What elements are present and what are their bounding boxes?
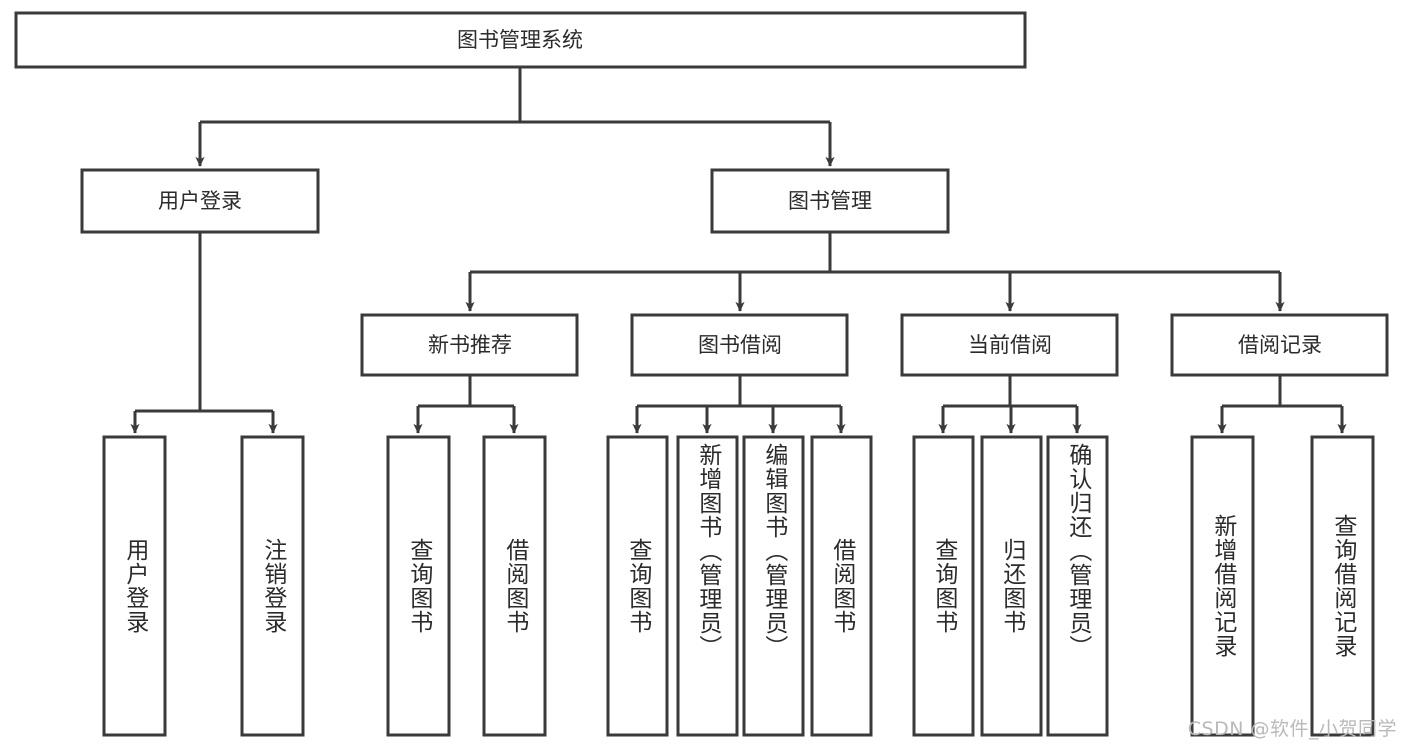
node-current-borrow-label: 当前借阅	[968, 333, 1052, 357]
node-leaf-borrow-book-1-rect[interactable]	[482, 435, 547, 737]
node-book-manage-rect[interactable]	[710, 168, 950, 234]
node-leaf-query-book-1-rect[interactable]	[386, 435, 451, 737]
node-leaf-query-record-rect[interactable]	[1310, 435, 1375, 737]
edge-group-user-login	[130, 232, 278, 434]
node-leaf-query-book-3-rect[interactable]	[912, 435, 975, 737]
node-root[interactable]: 图书管理系统	[14, 11, 1027, 69]
node-leaf-logout-rect[interactable]	[240, 435, 305, 737]
edge-group-new-book-rec	[413, 375, 519, 434]
node-root-rect[interactable]	[14, 11, 1027, 69]
csdn-watermark: CSDN @软件_小贺同学	[1187, 718, 1397, 740]
node-new-book-rec-rect[interactable]	[360, 313, 579, 377]
node-user-login-rect[interactable]	[80, 168, 320, 234]
node-book-borrow-rect[interactable]	[630, 313, 849, 377]
edge-group-book-manage	[465, 232, 1285, 312]
node-user-login[interactable]: 用户登录	[80, 168, 320, 234]
node-leaf-query-book-2-rect[interactable]	[606, 435, 669, 737]
edge-group-root	[195, 67, 835, 167]
node-leaf-edit-book-rect[interactable]	[742, 435, 805, 737]
node-leaf-user-login-rect[interactable]	[102, 435, 167, 737]
node-leaf-add-record-rect[interactable]	[1190, 435, 1255, 737]
node-new-book-rec[interactable]: 新书推荐	[360, 313, 579, 377]
edge-group-borrow-record	[1217, 375, 1347, 434]
node-new-book-rec-label: 新书推荐	[428, 333, 512, 357]
node-leaf-return-book-rect[interactable]	[980, 435, 1043, 737]
node-user-login-label: 用户登录	[158, 189, 242, 213]
node-current-borrow-rect[interactable]	[900, 313, 1119, 377]
node-leaf-add-book-rect[interactable]	[676, 435, 739, 737]
node-leaf-confirm-return-rect[interactable]	[1046, 435, 1109, 737]
node-borrow-record[interactable]: 借阅记录	[1170, 313, 1389, 377]
node-root-label: 图书管理系统	[457, 28, 583, 52]
node-book-borrow[interactable]: 图书借阅	[630, 313, 849, 377]
edge-group-book-borrow	[632, 375, 846, 434]
node-leaf-borrow-book-2-rect[interactable]	[810, 435, 873, 737]
node-borrow-record-rect[interactable]	[1170, 313, 1389, 377]
edge-group-current-borrow	[938, 375, 1082, 434]
node-borrow-record-label: 借阅记录	[1238, 333, 1322, 357]
node-book-borrow-label: 图书借阅	[698, 333, 782, 357]
node-book-manage-label: 图书管理	[788, 189, 872, 213]
node-current-borrow[interactable]: 当前借阅	[900, 313, 1119, 377]
node-book-manage[interactable]: 图书管理	[710, 168, 950, 234]
